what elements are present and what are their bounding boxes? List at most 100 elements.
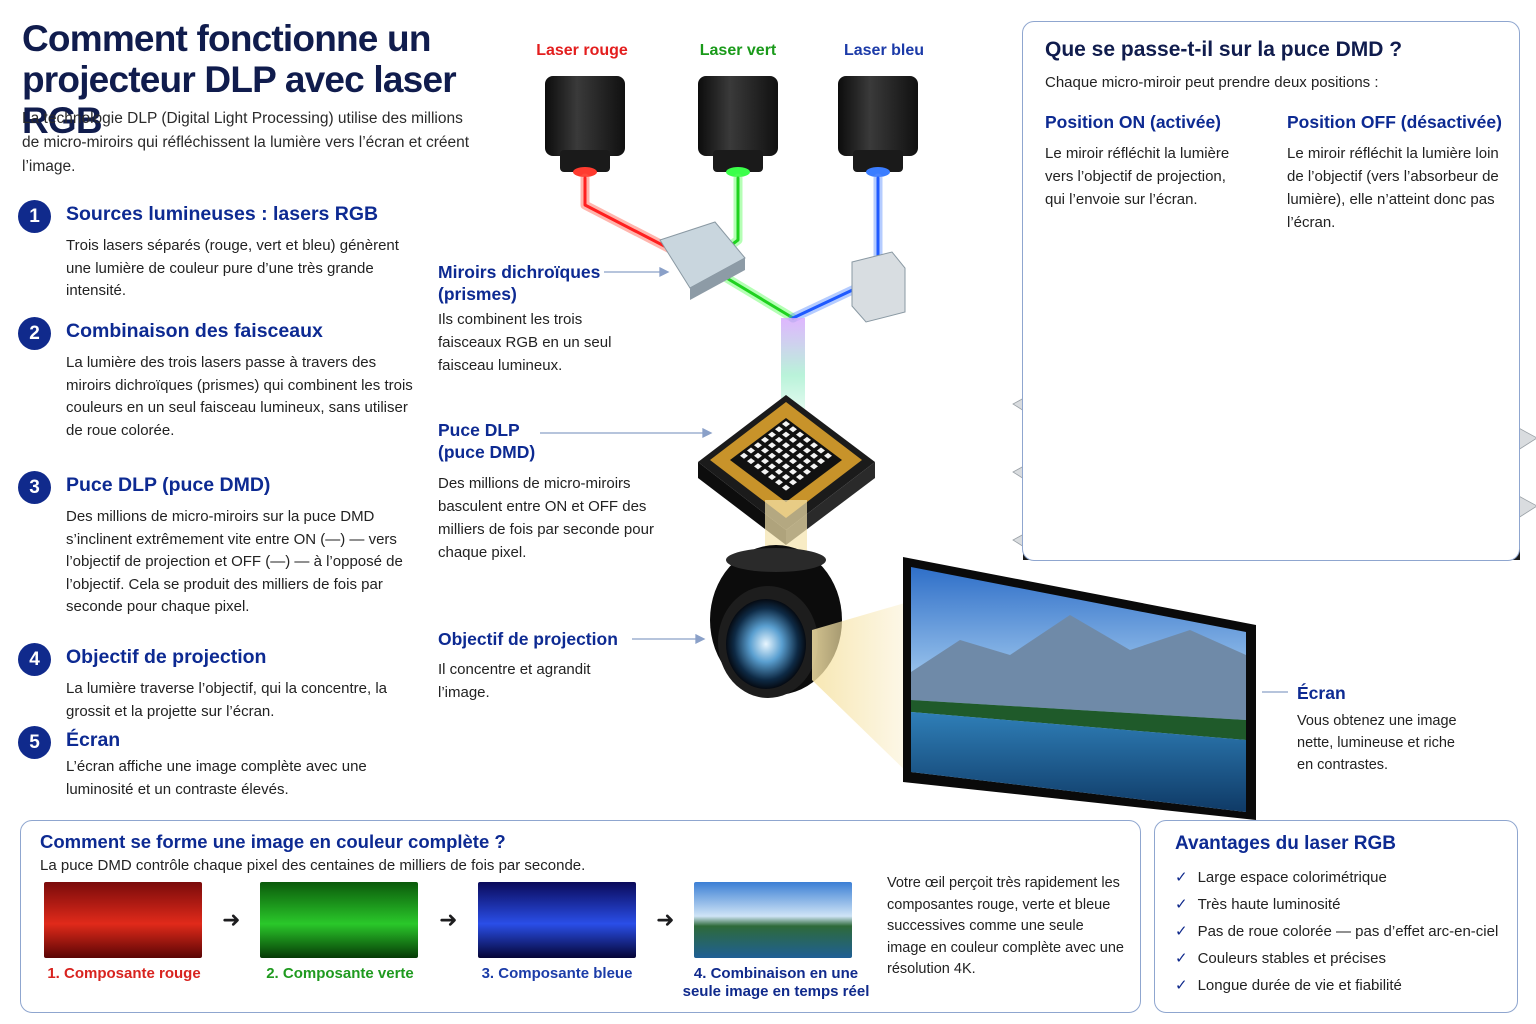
position-off-description: Le miroir réfléchit la lumière loin de l… [1287, 145, 1499, 231]
red-laser-icon [545, 76, 625, 177]
step-title: Écran [66, 729, 121, 751]
micro-mirror [768, 442, 776, 449]
checkmark-icon: ✓ [1175, 923, 1188, 940]
micro-mirror [768, 463, 776, 470]
micro-mirror [782, 442, 790, 449]
screen-title: Écran [1297, 683, 1346, 703]
color-panel-title: Comment se forme une image en couleur co… [40, 831, 506, 852]
advantage-item: ✓Couleurs stables et précises [1175, 950, 1387, 967]
component-label: 4. Combinaison en une seule image en tem… [682, 965, 870, 1000]
advantages-title: Avantages du laser RGB [1175, 833, 1397, 854]
red-component-thumbnail [44, 882, 202, 958]
micro-mirror [761, 447, 769, 454]
micro-mirror [817, 447, 825, 454]
position-off-title: Position OFF (désactivée) [1287, 112, 1502, 132]
step-description: La lumière des trois lasers passe à trav… [66, 354, 413, 439]
micro-mirror [810, 463, 818, 470]
advantages-panel: Avantages du laser RGB ✓Large espace col… [1154, 820, 1518, 1013]
micro-mirror [817, 458, 825, 465]
dmd-explanation-panel: Que se passe-t-il sur la puce DMD ? Chaq… [1022, 21, 1520, 561]
micro-mirror [782, 474, 790, 480]
screen-display-icon [903, 557, 1256, 820]
component-label: 1. Composante rouge [47, 965, 201, 982]
laser-blue-label: Laser bleu [843, 42, 925, 59]
micro-mirror [782, 463, 790, 470]
laser-green-label: Laser vert [699, 42, 777, 59]
micro-mirror [803, 468, 811, 475]
step-number: 3 [18, 471, 51, 504]
micro-mirror [803, 436, 811, 443]
red-beam [580, 173, 677, 255]
page-title: Comment fonctionne un projecteur DLP ave… [22, 18, 457, 141]
micro-mirror [810, 452, 818, 459]
blue-component-thumbnail [478, 882, 636, 958]
micro-mirror [754, 442, 762, 449]
position-on-title: Position ON (activée) [1045, 112, 1222, 132]
step-title: Objectif de projection [66, 646, 267, 668]
chip-description: Des millions de micro-miroirs basculent … [438, 475, 654, 561]
step-number: 4 [18, 643, 51, 676]
checkmark-icon: ✓ [1175, 977, 1188, 994]
step-title: Puce DLP (puce DMD) [66, 474, 271, 496]
dmd-panel-title: Que se passe-t-il sur la puce DMD ? [1045, 38, 1403, 61]
step-number: 2 [18, 317, 51, 350]
projection-beam [812, 600, 915, 780]
micro-mirror [789, 447, 797, 454]
mirrors-title: Miroirs dichroïques (prismes) [438, 262, 601, 304]
checkmark-icon: ✓ [1175, 950, 1188, 967]
micro-mirror [761, 436, 769, 443]
micro-mirror [789, 426, 797, 433]
dichroic-mirror-icon [851, 251, 906, 323]
micro-mirror [775, 458, 783, 465]
screen-description: Vous obtenez une image nette, lumineuse … [1297, 713, 1457, 773]
step-number: 5 [18, 726, 51, 759]
micro-mirror [775, 468, 783, 475]
micro-mirror [810, 442, 818, 449]
advantage-item: ✓Longue durée de vie et fiabilité [1175, 977, 1402, 994]
step-title: Combinaison des faisceaux [66, 320, 323, 342]
micro-mirror [747, 458, 755, 465]
step-description: Trois lasers séparés (rouge, vert et ble… [66, 237, 399, 299]
intro-text: La technologie DLP (Digital Light Proces… [22, 110, 470, 175]
dmd-panel-subtitle: Chaque micro-miroir peut prendre deux po… [1045, 74, 1379, 91]
mirrors-description: Ils combinent les trois faisceaux RGB en… [438, 311, 612, 374]
micro-mirror [775, 426, 783, 433]
step-title: Sources lumineuses : lasers RGB [66, 203, 379, 225]
micro-mirror [789, 458, 797, 465]
micro-mirror [782, 452, 790, 459]
micro-mirror [761, 458, 769, 465]
color-panel-subtitle: La puce DMD contrôle chaque pixel des ce… [40, 857, 586, 874]
micro-mirror [775, 479, 783, 486]
chip-title: Puce DLP (puce DMD) [438, 420, 536, 462]
micro-mirror [824, 452, 832, 459]
advantage-item: ✓Très haute luminosité [1175, 896, 1341, 913]
arrow-right-icon: ➜ [656, 907, 675, 932]
micro-mirror [768, 474, 776, 480]
micro-mirror [782, 484, 790, 491]
micro-mirror [747, 447, 755, 454]
micro-mirror [803, 458, 811, 465]
full-color-thumbnail [694, 882, 852, 958]
component-label: 2. Composante verte [266, 965, 414, 982]
micro-mirror [740, 452, 748, 459]
position-on-description: Le miroir réfléchit la lumière vers l’ob… [1045, 145, 1230, 208]
blue-laser-icon [838, 76, 918, 177]
step-description: Des millions de micro-miroirs sur la puc… [66, 508, 403, 615]
color-formation-panel: Comment se forme une image en couleur co… [20, 820, 1141, 1013]
projection-lens-icon [710, 545, 842, 698]
micro-mirror [775, 447, 783, 454]
checkmark-icon: ✓ [1175, 896, 1188, 913]
arrow-right-icon: ➜ [222, 907, 241, 932]
step-description: La lumière traverse l’objectif, qui la c… [66, 680, 387, 720]
lens-description: Il concentre et agrandit l’image. [438, 661, 591, 701]
step-number: 1 [18, 200, 51, 233]
micro-mirror [796, 452, 804, 459]
micro-mirror [803, 447, 811, 454]
laser-red-label: Laser rouge [536, 42, 628, 59]
micro-mirror [789, 436, 797, 443]
micro-mirror [796, 463, 804, 470]
dmd-chip-icon [698, 395, 875, 545]
micro-mirror [768, 431, 776, 438]
green-component-thumbnail [260, 882, 418, 958]
micro-mirror [789, 479, 797, 486]
